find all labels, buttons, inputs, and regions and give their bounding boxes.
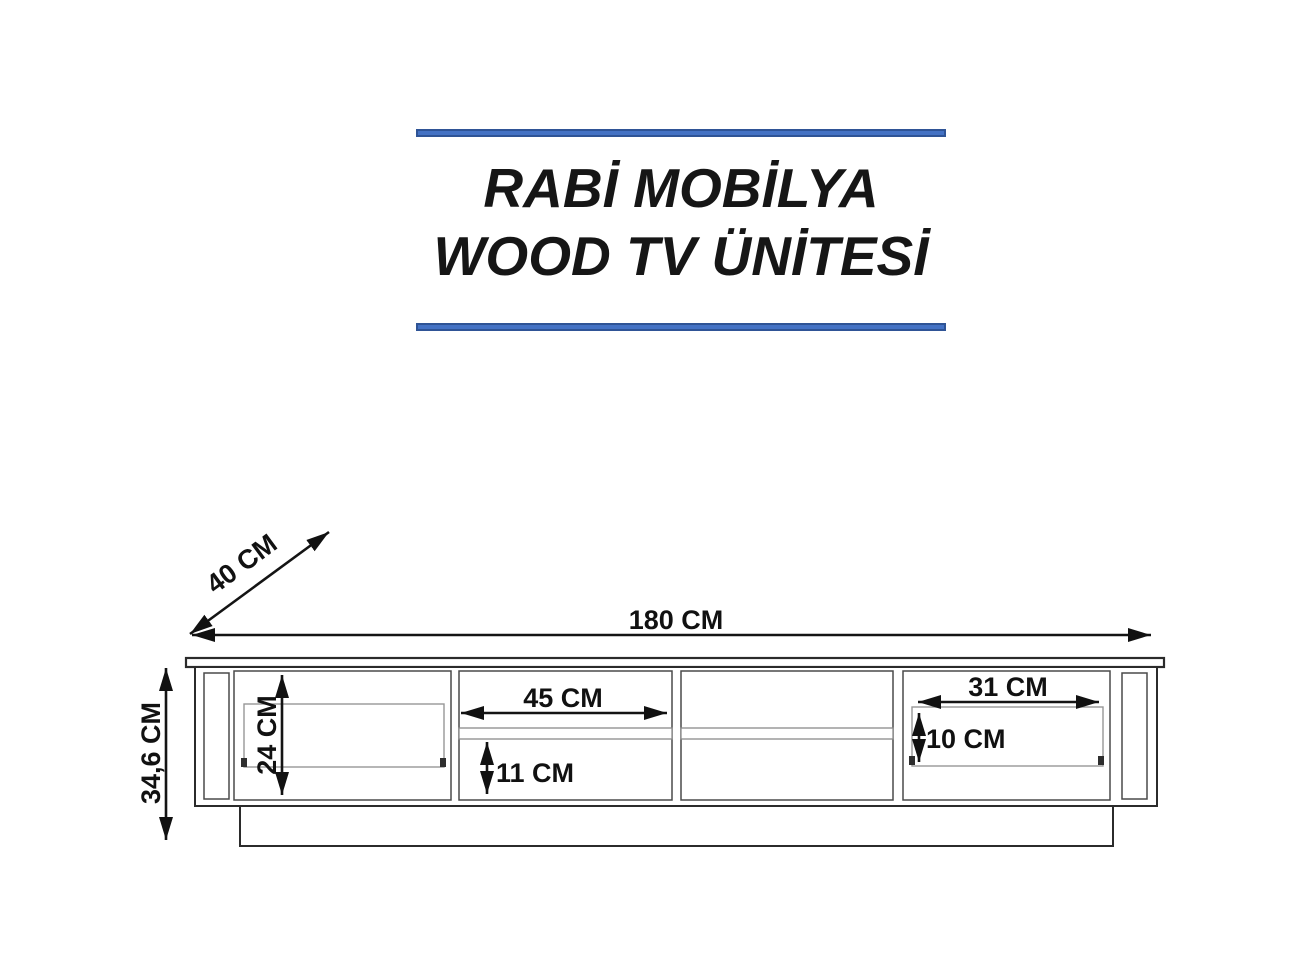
title-rule-top [416,129,946,137]
title-rule-bottom [416,323,946,331]
left-door-compartment [233,670,452,801]
page-title: RABİ MOBİLYA WOOD TV ÜNİTESİ [356,154,1006,290]
dim-total-height-label: 34,6 CM [136,702,166,804]
left-side-panel [203,672,230,800]
dim-depth-line [189,530,330,636]
hinge-mark [1098,756,1104,765]
dim-total-width-label: 180 CM [629,605,724,635]
plinth-base [239,805,1114,847]
shelf-left [458,727,673,740]
hinge-mark [440,758,446,767]
dim-flap-height-label: 10 CM [926,724,1006,754]
dim-shelf-width-label: 45 CM [523,683,603,713]
dim-flap-width-label: 31 CM [968,672,1048,702]
dim-depth-label: 40 CM [201,528,283,599]
cabinet-top-panel [184,656,1166,669]
right-side-panel [1121,672,1148,800]
shelf-right [680,727,894,740]
left-door-front [243,703,445,768]
title-line-brand: RABİ MOBİLYA [483,157,879,219]
right-flap-compartment [902,670,1111,801]
dim-shelf-height-label: 11 CM [496,758,574,788]
cabinet-outline [184,656,1166,847]
hinge-mark [909,756,915,765]
dimension-arrows [159,530,1151,840]
dim-door-height-label: 24 CM [252,695,282,775]
title-line-product: WOOD TV ÜNİTESİ [433,225,929,287]
hinge-mark [241,758,247,767]
